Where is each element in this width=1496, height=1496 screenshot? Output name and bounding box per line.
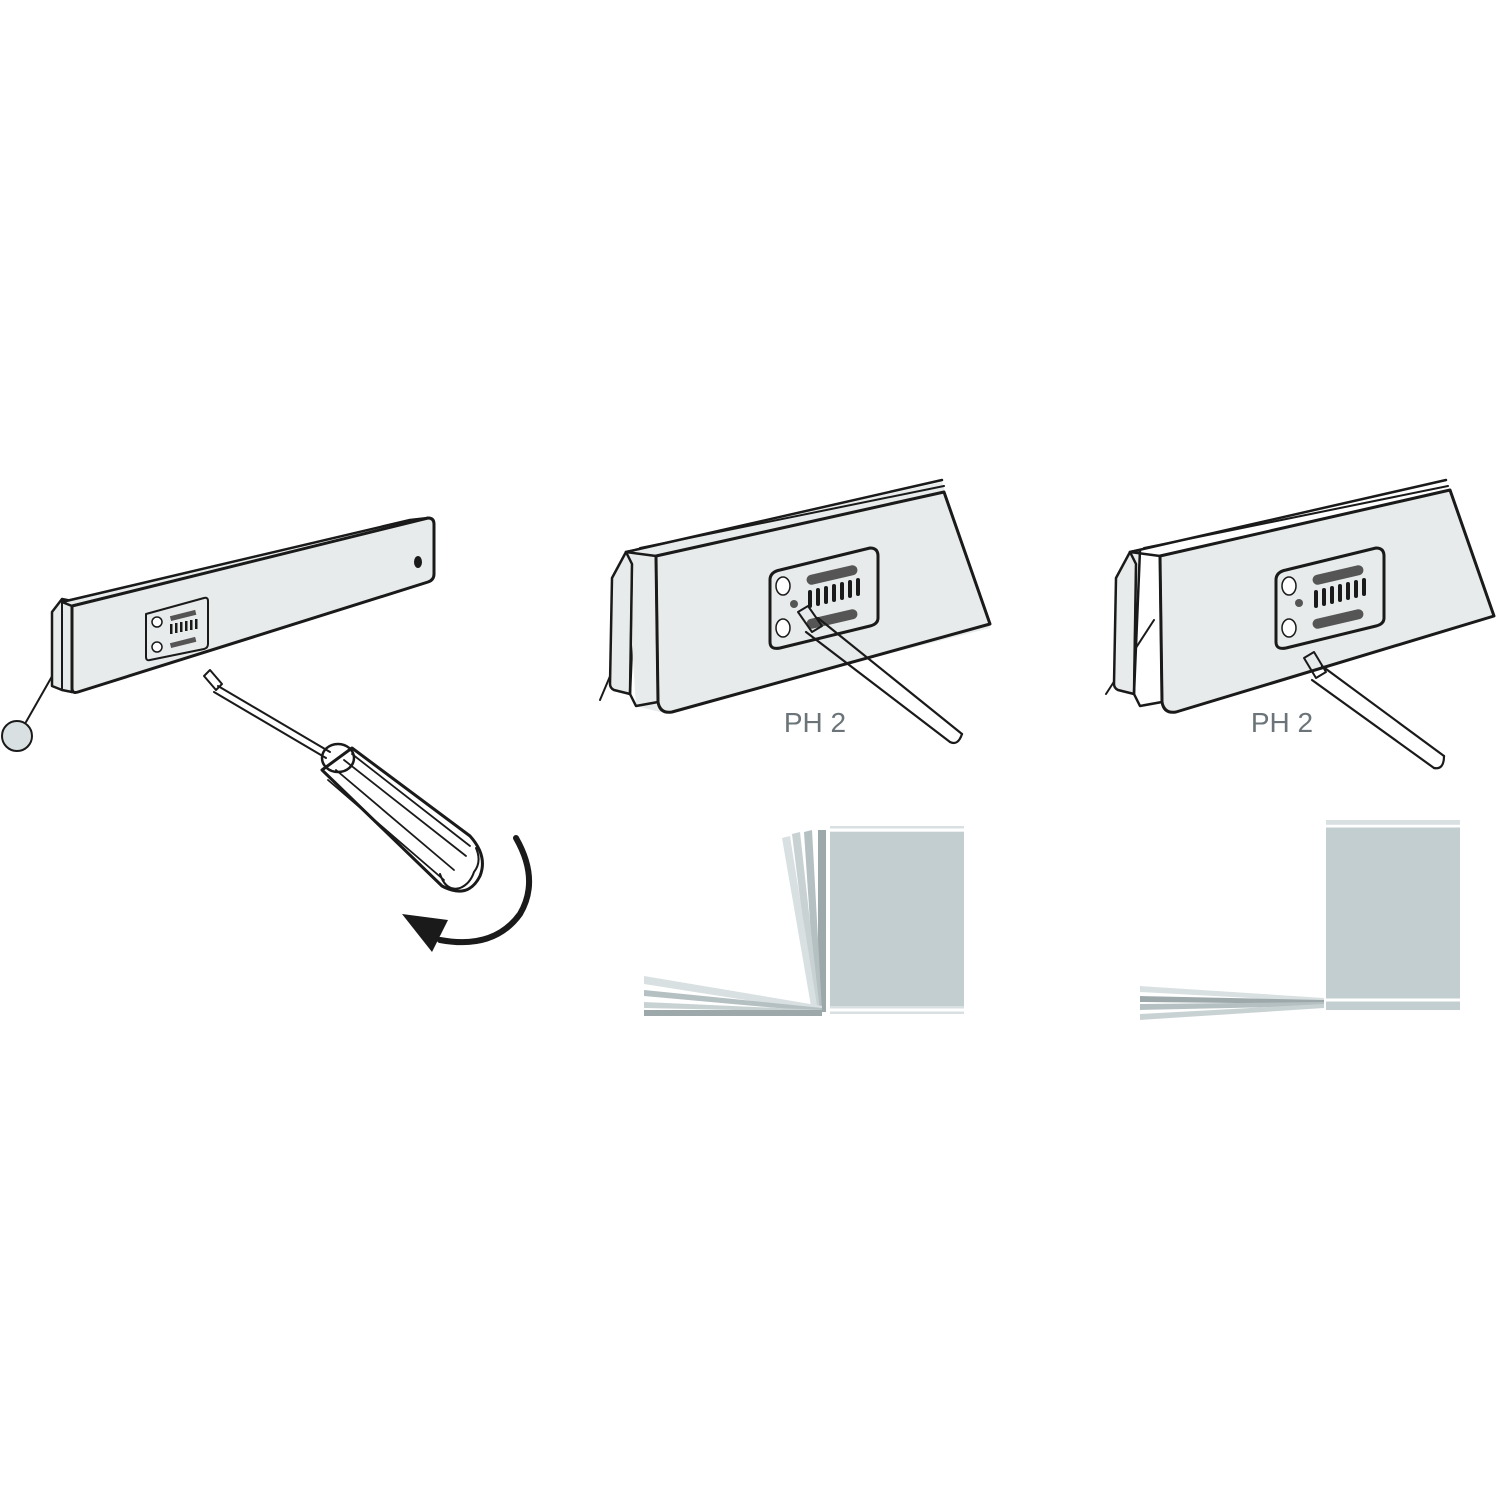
screwdriver-icon <box>797 605 964 745</box>
step-2-caption: PH 2 <box>784 707 846 738</box>
step-2-illustration: PH 2 <box>599 478 992 1016</box>
step-1-illustration <box>1 516 532 952</box>
pull-cord-ball <box>1 720 33 752</box>
hinge-body <box>1112 478 1496 714</box>
hinge-body <box>608 478 992 714</box>
counter-clockwise-arrow-icon <box>402 835 532 952</box>
step-3-illustration: PH 2 <box>1105 478 1496 1020</box>
door-angle-indicator <box>644 826 964 1016</box>
mounting-plate <box>1274 546 1386 650</box>
hinge-body <box>50 516 436 694</box>
screwdriver-icon <box>203 669 484 893</box>
screwdriver-icon <box>1303 651 1446 770</box>
mounting-plate <box>768 546 880 650</box>
mounting-hole <box>414 556 422 568</box>
mounting-plate <box>145 596 209 662</box>
step-3-caption: PH 2 <box>1251 707 1313 738</box>
door-angle-indicator <box>1140 820 1460 1020</box>
